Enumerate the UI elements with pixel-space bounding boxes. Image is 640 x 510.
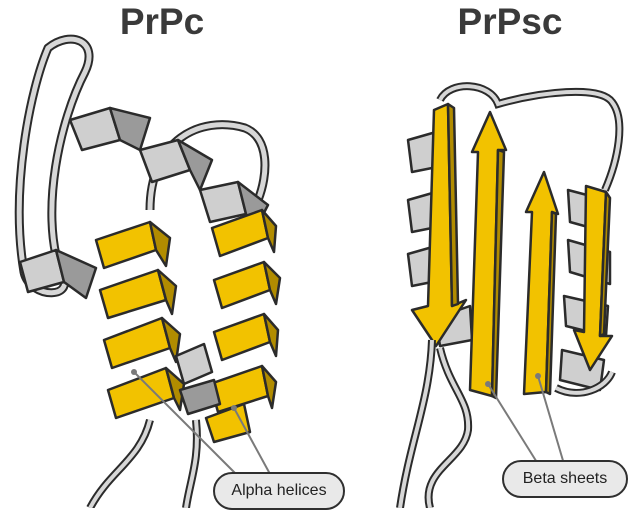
prpc-alpha-helix-right xyxy=(204,208,282,444)
alpha-helices-callout: Alpha helices xyxy=(213,472,345,510)
prpsc-beta-strand-1 xyxy=(410,102,468,348)
prpsc-beta-strand-2 xyxy=(468,110,508,400)
prpc-alpha-helix-left xyxy=(94,220,186,420)
prpc-structure xyxy=(14,34,282,508)
prpc-title: PrPc xyxy=(119,1,205,42)
prpsc-beta-strand-3 xyxy=(522,170,560,396)
prpsc-title: PrPsc xyxy=(457,1,563,42)
beta-sheets-callout: Beta sheets xyxy=(502,460,628,498)
prpc-gray-helix xyxy=(18,106,270,300)
prpsc-beta-strand-4 xyxy=(572,184,614,372)
prpsc-structure xyxy=(396,82,624,508)
